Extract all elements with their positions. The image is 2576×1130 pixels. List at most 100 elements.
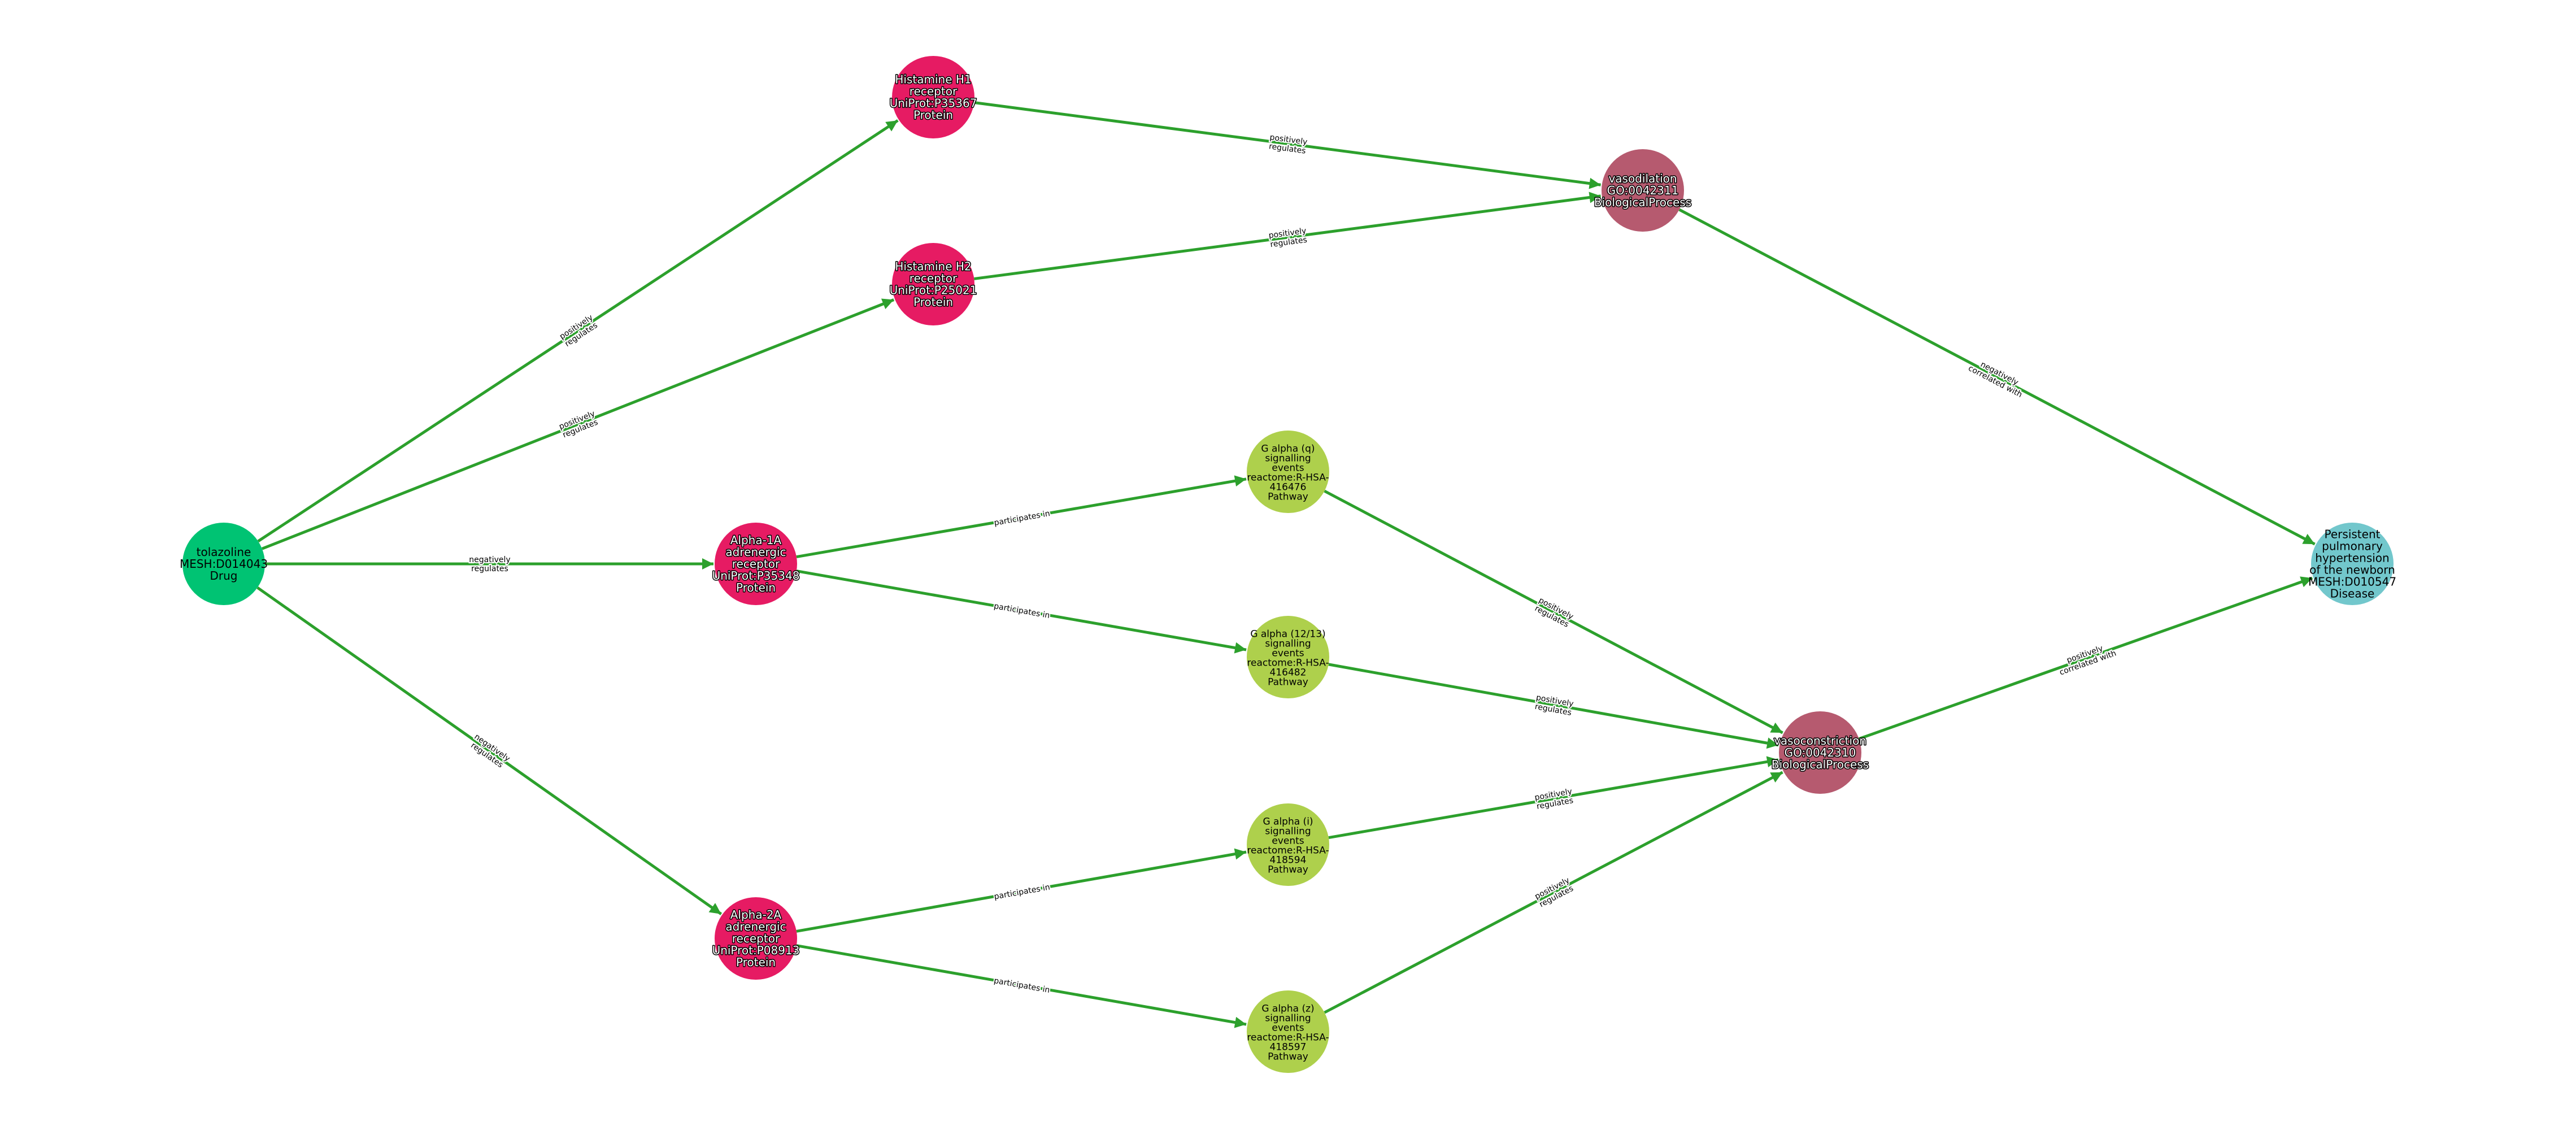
edge-label-line: regulates [471, 564, 508, 573]
edge-label-line: participates in [993, 976, 1051, 995]
node-label-line: vasodilation [1608, 172, 1677, 185]
node-label-line: Alpha-2A [730, 908, 782, 922]
node-circle[interactable] [1247, 803, 1329, 886]
node-label-line: signalling [1265, 826, 1311, 837]
node-label-line: Drug [210, 569, 238, 583]
node-label-line: Pathway [1268, 492, 1308, 503]
node-label-line: adrenergic [725, 545, 786, 559]
node-circle[interactable] [715, 523, 797, 605]
edge-gz-vasoconstriction [1324, 771, 1783, 1014]
node-label-line: reactome:R-HSA- [1247, 1032, 1329, 1044]
node-label-line: receptor [732, 557, 780, 571]
node-label-line: 418597 [1270, 1042, 1307, 1053]
node-label-line: Histamine H2 [895, 260, 971, 273]
node-label-line: UniProt:P08913 [712, 944, 800, 957]
edge-a2a-gz [796, 944, 1247, 1028]
node-label-line: GO:0042311 [1607, 184, 1679, 197]
node-label-line: receptor [732, 932, 780, 945]
node-circle[interactable] [182, 523, 265, 605]
edge-tolazoline-h1 [257, 119, 899, 542]
edge-label-line: negatively [469, 555, 510, 564]
node-circle[interactable] [715, 897, 797, 980]
edge-label: participates in [993, 602, 1051, 620]
edge-label: participates in [993, 883, 1051, 901]
node-label-line: Pathway [1268, 864, 1308, 876]
edge-a1a-g12 [796, 570, 1247, 654]
node-label-line: UniProt:P35367 [890, 97, 977, 110]
node-label-line: 418594 [1270, 855, 1307, 866]
node-label-line: UniProt:P35348 [712, 569, 800, 583]
node-label-line: hypertension [2315, 551, 2389, 565]
edge-label: positivelycorrelated with [2055, 640, 2117, 677]
node-label-line: UniProt:P25021 [890, 284, 977, 297]
node-label-line: tolazoline [197, 545, 251, 559]
edge-a1a-gq [796, 475, 1247, 559]
edge-label: participates in [993, 509, 1051, 528]
node-label-line: signalling [1265, 453, 1311, 464]
node-label-line: events [1272, 463, 1304, 474]
node-label-line: reactome:R-HSA- [1247, 658, 1329, 669]
edge-label: positivelyregulates [1533, 596, 1574, 630]
edge-label: positivelyregulates [1268, 133, 1308, 155]
node-circle[interactable] [1779, 711, 1861, 794]
node-label-line: reactome:R-HSA- [1247, 472, 1329, 484]
node-label-line: events [1272, 836, 1304, 847]
node-label-line: signalling [1265, 1013, 1311, 1024]
node-label-line: reactome:R-HSA- [1247, 845, 1329, 857]
node-circle[interactable] [892, 243, 974, 325]
node-label-line: BiologicalProcess [1594, 195, 1691, 209]
node-circle[interactable] [1602, 149, 1684, 232]
edge-vasodilation-pphn [1678, 208, 2316, 546]
node-label-line: receptor [910, 272, 958, 285]
node-label-line: G alpha (i) [1263, 816, 1313, 828]
edge-label-line: participates in [993, 883, 1051, 901]
node-label-line: Protein [736, 955, 776, 969]
node-label-line: Persistent [2325, 528, 2381, 541]
node-circle[interactable] [1247, 431, 1329, 513]
node-label-line: pulmonary [2322, 540, 2383, 553]
node-label-line: 416482 [1270, 667, 1307, 679]
node-label-line: Pathway [1268, 1051, 1308, 1063]
edge-gi-vasoconstriction [1328, 756, 1779, 840]
edge-label: positivelyregulates [1533, 876, 1575, 909]
node-circle[interactable] [1247, 616, 1329, 698]
node-label-line: Disease [2330, 587, 2375, 601]
edge-h2-vasodilation [974, 192, 1601, 280]
node-label-line: of the newborn [2309, 563, 2395, 577]
edge-label: positivelyregulates [1534, 787, 1574, 811]
node-circle[interactable] [892, 56, 974, 138]
edge-label: negativelyregulates [467, 732, 511, 771]
node-circle[interactable] [1247, 990, 1329, 1073]
node-circle[interactable] [2311, 523, 2394, 605]
edge-tolazoline-h2 [261, 298, 895, 550]
node-label-line: Protein [736, 581, 776, 594]
node-label-line: Protein [913, 108, 953, 122]
edge-tolazoline-a2a [256, 586, 723, 915]
node-label-line: G alpha (z) [1261, 1003, 1314, 1015]
node-label-line: 416476 [1270, 482, 1307, 493]
edge-label: positivelyregulates [558, 409, 599, 440]
node-label-line: GO:0042310 [1785, 746, 1856, 759]
edge-label: participates in [993, 976, 1051, 995]
edge-gq-vasoconstriction [1324, 489, 1783, 734]
